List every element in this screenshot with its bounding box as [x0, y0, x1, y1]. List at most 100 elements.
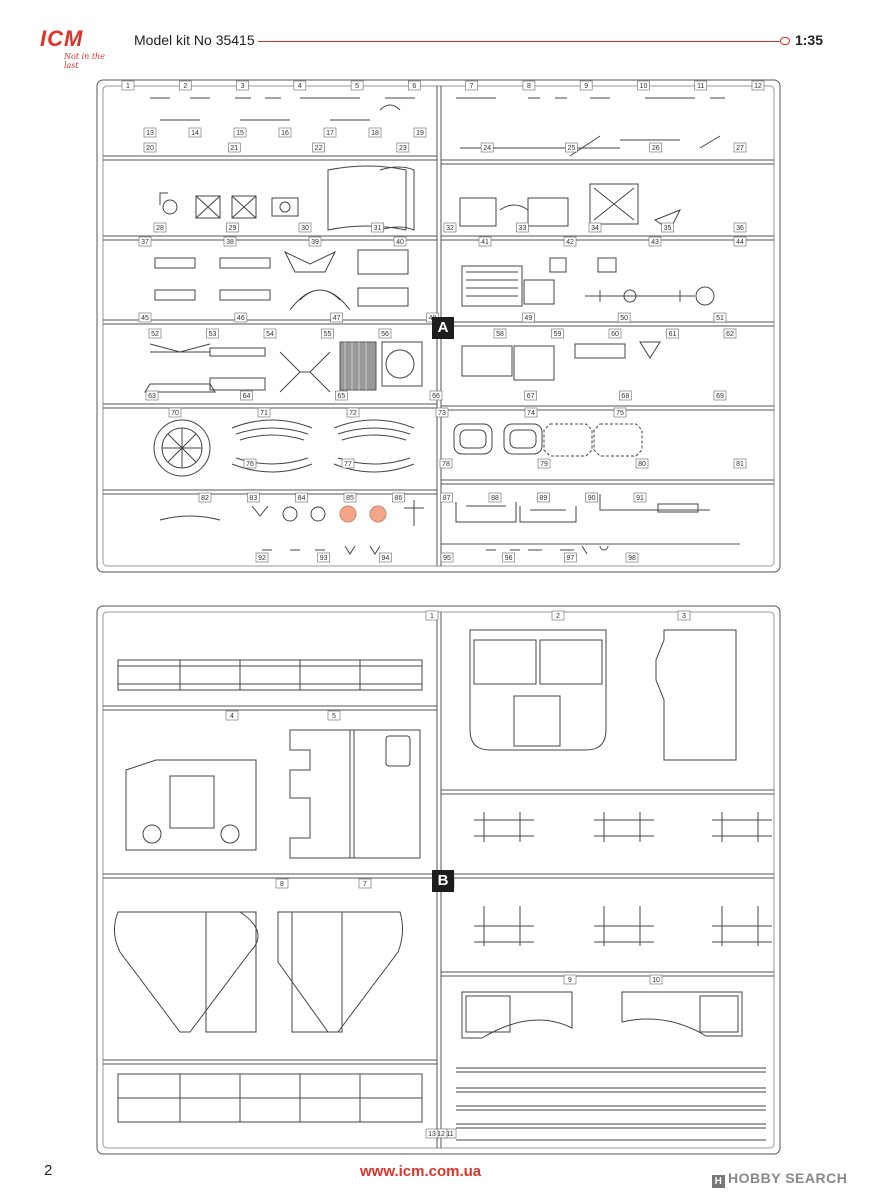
sprue-a-part-box-64 — [240, 390, 253, 401]
sprue-b-part-box-13 — [425, 1128, 439, 1139]
sprue-a-part-box-52 — [148, 328, 162, 339]
sprue-a-part-box-53 — [206, 328, 219, 339]
sprue-a-part-number-84: 84 — [298, 495, 306, 502]
sprue-a-part-number-12: 12 — [754, 83, 762, 90]
sprue-a-part-box-26 — [649, 142, 663, 153]
sprue-a-part-box-81 — [733, 458, 747, 469]
sprue-a-part-number-60: 60 — [611, 331, 619, 338]
sprue-a-frame — [96, 79, 781, 573]
sprue-a-part-box-56 — [378, 328, 392, 339]
sprue-a-part-number-65: 65 — [337, 393, 345, 400]
sprue-b-part-box-8 — [275, 878, 289, 889]
sprue-a-part-box-3 — [236, 80, 249, 91]
sprue-a-part-box-4 — [293, 80, 307, 91]
sprue-b-badge: B — [432, 870, 454, 892]
sprue-a-part-number-76: 76 — [246, 461, 254, 468]
sprue-a-part-number-88: 88 — [491, 495, 499, 502]
sprue-a-part-box-7 — [465, 80, 478, 91]
sprue-a-part-number-26: 26 — [652, 145, 660, 152]
sprue-a-part-box-21 — [227, 142, 241, 153]
sprue-a-part-box-65 — [335, 390, 348, 401]
sprue-a-part-box-90 — [585, 492, 598, 503]
sprue-b-part-number-13: 13 — [428, 1131, 436, 1138]
sprue-a-part-box-87 — [440, 492, 453, 503]
sprue-a-part-box-40 — [393, 236, 407, 247]
sprue-a-part-number-89: 89 — [539, 495, 547, 502]
sprue-a-part-number-93: 93 — [320, 555, 328, 562]
sprue-a-part-number-98: 98 — [628, 555, 636, 562]
highlighted-part-86 — [339, 505, 357, 523]
sprue-a-part-box-60 — [608, 328, 622, 339]
sprue-b-part-number-5: 5 — [332, 713, 336, 720]
sprue-a-part-box-10 — [637, 80, 650, 91]
sprue-a-part-number-9: 9 — [584, 83, 588, 90]
sprue-a-part-box-75 — [613, 407, 627, 418]
sprue-a-part-number-92: 92 — [258, 555, 266, 562]
sprue-a-part-number-3: 3 — [241, 83, 245, 90]
sprue-a-part-number-10: 10 — [640, 83, 648, 90]
sprue-a-part-box-32 — [443, 222, 457, 233]
sprue-a-part-number-35: 35 — [664, 225, 672, 232]
sprue-a-part-number-77: 77 — [344, 461, 352, 468]
sprue-a-part-number-85: 85 — [346, 495, 354, 502]
sprue-a-part-box-98 — [625, 552, 639, 563]
sprue-a-part-box-19 — [413, 127, 427, 138]
sprue-b-parts — [114, 629, 772, 1141]
sprue-a-part-box-47 — [330, 312, 343, 323]
sprue-a-part-number-64: 64 — [243, 393, 251, 400]
sprue-a-part-number-86: 86 — [394, 495, 402, 502]
sprue-a-part-number-58: 58 — [496, 331, 504, 338]
sprue-a-part-box-77 — [341, 458, 355, 469]
sprue-a-part-box-43 — [648, 236, 662, 247]
sprue-a-part-box-78 — [439, 458, 453, 469]
sprue-a-part-number-95: 95 — [443, 555, 451, 562]
sprue-a-part-number-80: 80 — [638, 461, 646, 468]
sprue-a-part-box-79 — [537, 458, 551, 469]
sprue-a-part-number-45: 45 — [141, 315, 149, 322]
sprue-a-part-box-35 — [661, 222, 674, 233]
sprue-a-part-number-83: 83 — [249, 495, 257, 502]
sprue-a-part-number-71: 71 — [260, 410, 268, 417]
sprue-a-part-number-14: 14 — [191, 130, 199, 137]
sprue-a-part-box-25 — [565, 142, 578, 153]
sprue-a-part-number-24: 24 — [483, 145, 491, 152]
sprue-a-part-number-42: 42 — [566, 239, 574, 246]
sprue-a-part-box-92 — [255, 552, 269, 563]
sprue-a-part-box-12 — [751, 80, 765, 91]
sprue-a-part-number-8: 8 — [527, 83, 531, 90]
sprue-a-part-number-17: 17 — [326, 130, 334, 137]
sprue-a-part-number-75: 75 — [616, 410, 624, 417]
sprue-a-part-box-31 — [371, 222, 384, 233]
sprue-a-part-box-67 — [524, 390, 537, 401]
sprue-a-part-number-96: 96 — [505, 555, 513, 562]
sprue-a-part-number-53: 53 — [209, 331, 217, 338]
sprue-a-part-box-27 — [733, 142, 747, 153]
sprue-a-part-box-88 — [488, 492, 502, 503]
sprue-a-part-box-16 — [278, 127, 292, 138]
sprue-a-part-number-44: 44 — [736, 239, 744, 246]
sprue-a-part-box-69 — [713, 390, 727, 401]
page-number: 2 — [44, 1162, 53, 1179]
sprue-a-part-box-6 — [408, 80, 421, 91]
sprue-a-part-box-38 — [223, 236, 237, 247]
sprue-a-part-box-15 — [233, 127, 247, 138]
sprue-a-part-box-22 — [312, 142, 325, 153]
sprue-b-part-number-8: 8 — [280, 881, 284, 888]
footer-url[interactable]: www.icm.com.ua — [360, 1163, 482, 1180]
sprue-a-part-box-49 — [522, 312, 535, 323]
sprue-a-part-box-63 — [145, 390, 159, 401]
sprue-a-part-box-5 — [350, 80, 364, 91]
sprue-a-part-number-31: 31 — [374, 225, 382, 232]
sprue-a-part-number-6: 6 — [412, 83, 416, 90]
sprue-a-part-box-17 — [323, 127, 337, 138]
header-rule-end — [780, 37, 790, 45]
sprue-a-part-box-54 — [263, 328, 277, 339]
sprue-a-part-number-27: 27 — [736, 145, 744, 152]
sprue-a-part-number-79: 79 — [540, 461, 548, 468]
sprue-a-part-box-13 — [143, 127, 157, 138]
sprue-a-part-box-55 — [321, 328, 334, 339]
sprue-a-runners — [103, 155, 774, 545]
sprue-a-part-box-84 — [295, 492, 308, 503]
sprue-a-part-box-91 — [633, 492, 647, 503]
